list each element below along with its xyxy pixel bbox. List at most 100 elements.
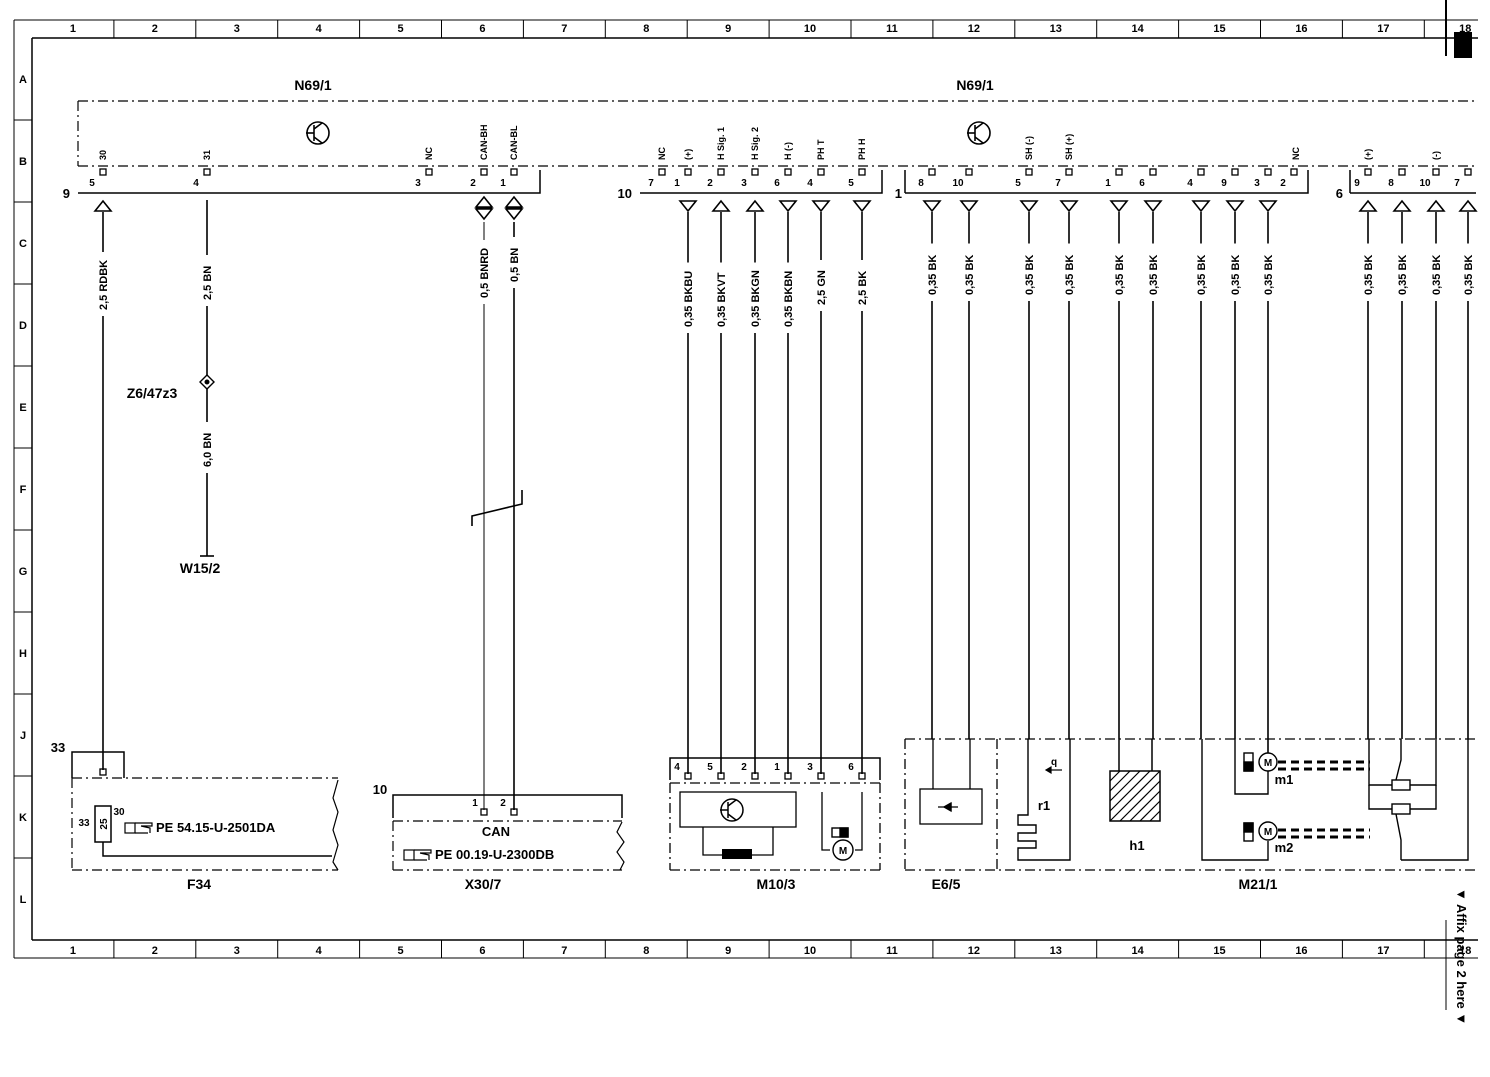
pin-number: 6 xyxy=(848,762,854,773)
pin-number: 1 xyxy=(1105,178,1111,189)
pin-number: 4 xyxy=(674,762,680,773)
wire-label: 2,5 BK xyxy=(857,271,869,305)
grid-column-label: 12 xyxy=(968,945,980,957)
wire-label: 2,5 BN xyxy=(202,266,214,300)
pin-markers xyxy=(99,168,1472,816)
m2-label: m2 xyxy=(1275,840,1294,855)
grid-column-label: 11 xyxy=(886,945,898,957)
grid-column-label: 17 xyxy=(1377,23,1389,35)
direction-arrow-icon xyxy=(1109,200,1129,213)
grid-column-label: 14 xyxy=(1132,945,1145,957)
m21-label: M21/1 xyxy=(1239,876,1278,892)
pin-number: 6 xyxy=(774,178,780,189)
w15-label: W15/2 xyxy=(180,560,221,576)
transistor-icon xyxy=(306,121,330,145)
signal-name: H (-) xyxy=(783,142,793,160)
heater-coil-icon xyxy=(1017,739,1071,861)
grid-column-label: 16 xyxy=(1295,945,1307,957)
direction-arrow-icon xyxy=(922,200,942,213)
connector-6-label: 6 xyxy=(1336,186,1343,201)
grid-column-label: 2 xyxy=(152,945,158,957)
grid-column-label: 18 xyxy=(1459,945,1471,957)
pin-terminal xyxy=(817,168,825,176)
grid-row-label: D xyxy=(19,320,27,332)
n69-left-label: N69/1 xyxy=(294,77,332,93)
pin-terminal xyxy=(480,168,488,176)
direction-arrow-icon xyxy=(959,200,979,213)
connector-1-label: 1 xyxy=(895,186,902,201)
pin-number: 3 xyxy=(1254,178,1260,189)
direction-arrow-icon xyxy=(1191,200,1211,213)
connector-10-label: 10 xyxy=(618,186,632,201)
grid-column-label: 11 xyxy=(886,23,898,35)
connector-bars xyxy=(78,170,1476,194)
f34-pin-30: 30 xyxy=(113,807,125,818)
x30-connector-10: 10 xyxy=(373,782,387,797)
pin-terminal xyxy=(658,168,666,176)
arrow-icon xyxy=(1044,765,1062,775)
pin-number: 3 xyxy=(415,178,421,189)
pin-number: 9 xyxy=(1354,178,1360,189)
splice-diamond-icon xyxy=(199,374,215,390)
wire-label: 6,0 BN xyxy=(202,433,214,467)
direction-arrow-icon xyxy=(811,200,831,213)
mechanical-linkage xyxy=(1278,760,1370,839)
pin-number: 7 xyxy=(1055,178,1061,189)
pin-terminal xyxy=(425,168,433,176)
affix-page-note: ▼ Affix page 2 here ▼ xyxy=(1454,888,1469,1025)
pin-number: 7 xyxy=(648,178,654,189)
motor-m-glyph: M xyxy=(839,846,847,857)
f34-connector-33: 33 xyxy=(51,740,65,755)
transistor-icon xyxy=(720,798,744,822)
pin-number: 6 xyxy=(1139,178,1145,189)
x30-label: X30/7 xyxy=(465,876,502,892)
grid-row-label: H xyxy=(19,648,27,660)
grid-column-label: 7 xyxy=(561,945,567,957)
grid-column-label: 15 xyxy=(1213,945,1225,957)
pin-terminal xyxy=(928,168,936,176)
wire-label: 0,35 BKGN xyxy=(750,270,762,327)
wire-label: 0,35 BKBU xyxy=(683,271,695,327)
direction-arrow-icon xyxy=(778,200,798,213)
direction-arrow-icon xyxy=(745,199,765,212)
h1-label: h1 xyxy=(1129,838,1144,853)
grid-column-label: 5 xyxy=(397,23,403,35)
direction-arrow-icon xyxy=(1143,200,1163,213)
pin-number: 5 xyxy=(707,762,713,773)
grid-column-label: 15 xyxy=(1213,23,1225,35)
pin-terminal xyxy=(1231,168,1239,176)
wire-label: 0,5 BNRD xyxy=(479,248,491,298)
pin-terminal xyxy=(1264,168,1272,176)
motor-m-glyph: M xyxy=(1264,758,1272,769)
grid-column-label: 10 xyxy=(804,23,816,35)
direction-arrow-icon xyxy=(1019,200,1039,213)
fuse-box-f34 xyxy=(71,751,339,871)
wire-label: 0,35 BK xyxy=(964,255,976,295)
pin-terminal xyxy=(99,168,107,176)
pin-terminal xyxy=(1197,168,1205,176)
grid-row-label: F xyxy=(20,484,27,496)
can-connector-x30 xyxy=(392,794,625,871)
pin-number: 4 xyxy=(193,178,199,189)
direction-arrow-icon xyxy=(1225,200,1245,213)
wire-label: 0,35 BK xyxy=(1230,255,1242,295)
grid-column-label: 8 xyxy=(643,945,649,957)
pin-number: 5 xyxy=(848,178,854,189)
pin-number: 7 xyxy=(1454,178,1460,189)
wire-label: 0,35 BK xyxy=(1363,255,1375,295)
pointing-hand-icon xyxy=(124,822,153,834)
pin-terminal xyxy=(1025,168,1033,176)
x30-pin-2: 2 xyxy=(500,798,506,809)
motor-m-glyph: M xyxy=(1264,827,1272,838)
grid-column-label: 9 xyxy=(725,23,731,35)
component-box-e6-m21 xyxy=(904,738,1478,871)
f34-pin-33: 33 xyxy=(78,818,90,829)
x30-pin-1: 1 xyxy=(472,798,478,809)
signal-name: PH T xyxy=(816,139,826,160)
pin-terminal xyxy=(1432,168,1440,176)
grid-column-label: 9 xyxy=(725,945,731,957)
pin-terminal xyxy=(1398,168,1406,176)
pin-terminal xyxy=(858,168,866,176)
